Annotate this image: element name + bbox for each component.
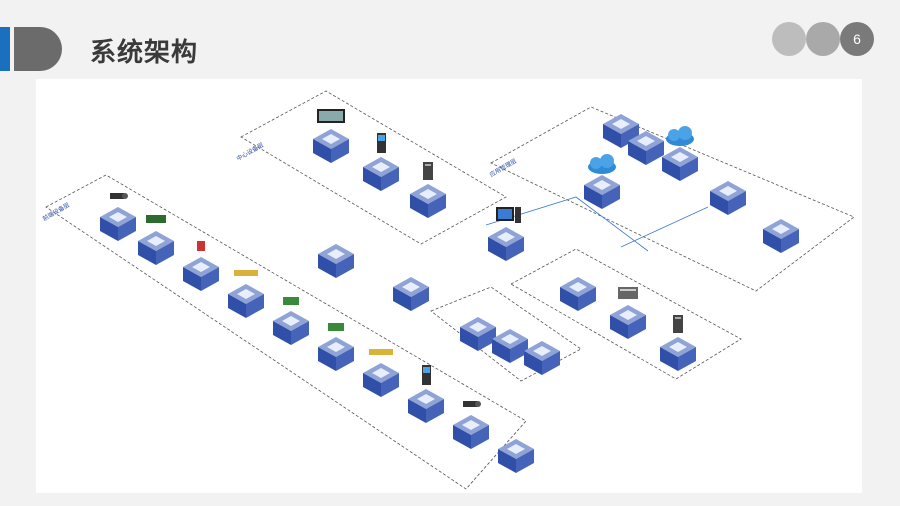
gate-icon xyxy=(234,270,258,276)
diagram-node xyxy=(763,219,799,253)
diagram-node xyxy=(393,277,429,311)
connector-right-cloud xyxy=(620,206,709,248)
diagram-node xyxy=(460,317,496,351)
title-badge-icon xyxy=(14,27,62,71)
controller-icon xyxy=(328,323,344,331)
cloud-icon xyxy=(666,126,694,146)
architecture-diagram-svg: 前端设备层 中心设备层 应用管理层 xyxy=(41,90,855,490)
diagram-node xyxy=(138,215,174,265)
cloud-icon xyxy=(588,154,616,174)
diagram-node xyxy=(710,181,746,215)
diagram-node xyxy=(628,131,664,165)
rack-icon xyxy=(618,287,638,299)
display-icon xyxy=(146,215,166,223)
alarm-icon xyxy=(197,241,205,251)
diagram-node xyxy=(410,162,446,218)
barrier-icon xyxy=(369,349,393,355)
diagram-node xyxy=(492,329,528,363)
group-label-app: 应用管理层 xyxy=(488,157,518,179)
group-outline-center xyxy=(240,90,507,245)
diagram-node xyxy=(524,341,560,375)
group-label-center: 中心设备层 xyxy=(235,141,265,163)
group-outline-front xyxy=(45,174,527,490)
diagram-node xyxy=(408,365,444,423)
diagram-node xyxy=(318,323,354,371)
diagram-node xyxy=(183,241,219,291)
camera-icon xyxy=(110,193,128,199)
architecture-diagram: 前端设备层 中心设备层 应用管理层 xyxy=(36,79,862,493)
diagram-node xyxy=(584,154,620,209)
terminal-icon xyxy=(422,365,431,385)
decor-dot-2 xyxy=(806,22,840,56)
diagram-node xyxy=(498,439,534,473)
page-title: 系统架构 xyxy=(90,38,199,68)
server-icon xyxy=(423,162,433,180)
diagram-node xyxy=(662,126,698,181)
group-label-front: 前端设备层 xyxy=(41,201,71,223)
title-accent-bar xyxy=(0,27,10,71)
diagram-node xyxy=(318,244,354,278)
video-wall-icon xyxy=(317,109,345,123)
board-icon xyxy=(283,297,299,305)
diagram-node xyxy=(313,109,349,163)
workstation-icon xyxy=(496,207,521,223)
group-outline-app xyxy=(490,106,855,292)
decor-dot-1 xyxy=(772,22,806,56)
diagram-node xyxy=(363,133,399,191)
group-outline-bottom-right xyxy=(510,248,742,380)
diagram-node xyxy=(100,193,136,241)
server-icon xyxy=(673,315,683,333)
diagram-node xyxy=(363,349,399,397)
diagram-node xyxy=(560,277,596,311)
diagram-node xyxy=(273,297,309,345)
diagram-node xyxy=(488,207,524,261)
diagram-node xyxy=(228,270,264,318)
diagram-node xyxy=(603,114,639,148)
nodes-layer xyxy=(100,109,799,473)
diagram-node xyxy=(610,287,646,339)
diagram-node xyxy=(660,315,696,371)
diagram-node xyxy=(453,401,489,449)
drone-icon xyxy=(463,401,481,407)
page-number-badge: 6 xyxy=(840,22,874,56)
kiosk-icon xyxy=(377,133,386,153)
